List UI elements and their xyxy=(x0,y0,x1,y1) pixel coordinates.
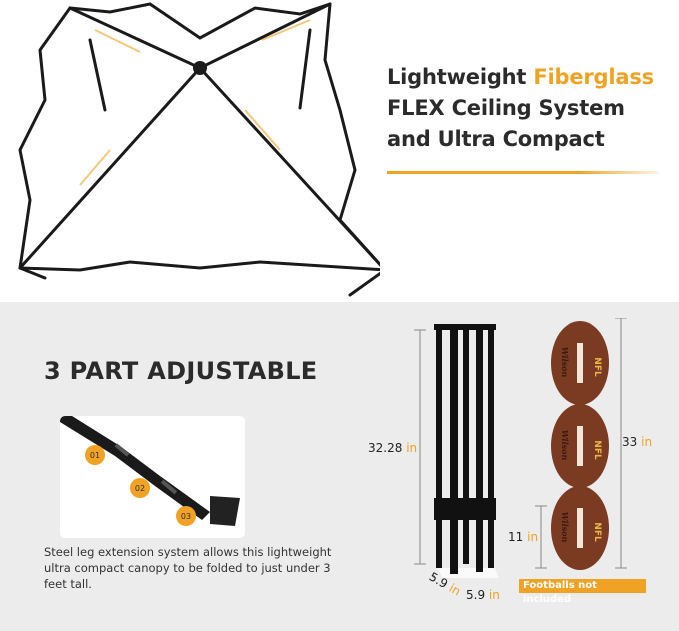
headline-line-1: Lightweight xyxy=(387,65,534,89)
canopy-frame-section: Lightweight Fiberglass FLEX Ceiling Syst… xyxy=(0,0,679,302)
headline-underline xyxy=(387,171,659,174)
step-badge-3: 03 xyxy=(176,506,196,526)
folded-height-label: 32.28 in xyxy=(368,441,418,455)
football-3-brand: Wilson xyxy=(560,511,570,543)
football-1-league: NFL xyxy=(592,357,602,377)
headline-line-3: and Ultra Compact xyxy=(387,127,605,151)
football-height-label: 11 in xyxy=(508,530,539,544)
football-2-brand: Wilson xyxy=(560,429,570,461)
headline-accent: Fiberglass xyxy=(533,65,654,89)
stack-height-label: 33 in xyxy=(622,435,653,449)
folded-canopy-illustration xyxy=(414,318,627,578)
football-3-league: NFL xyxy=(592,522,602,542)
adjustable-description: Steel leg extension system allows this l… xyxy=(44,545,332,591)
headline: Lightweight Fiberglass FLEX Ceiling Syst… xyxy=(387,62,654,155)
canopy-frame-illustration xyxy=(18,2,380,297)
width-label: 5.9 in xyxy=(466,588,500,602)
leg-extension-illustration xyxy=(60,416,240,526)
adjustable-title: 3 PART ADJUSTABLE xyxy=(44,357,318,385)
step-badge-2: 02 xyxy=(130,478,150,498)
football-1-brand: Wilson xyxy=(560,346,570,378)
football-2-league: NFL xyxy=(592,440,602,460)
step-badge-1: 01 xyxy=(85,445,105,465)
leg-extension-card: 01 02 03 xyxy=(60,416,245,538)
footballs-note: Footballs not included xyxy=(519,579,646,605)
headline-line-2: FLEX Ceiling System xyxy=(387,96,625,120)
